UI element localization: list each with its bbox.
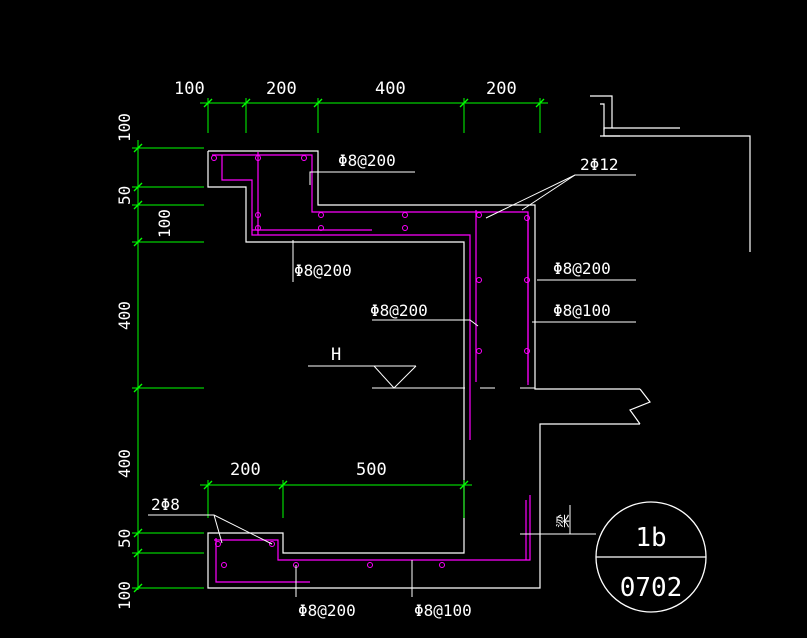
mid-dimensions: 200 500 [230,460,387,480]
rebar-label: Φ8@200 [294,261,352,280]
rebar-labels: Φ8@200 Φ8@200 2Φ12 Φ8@200 Φ8@200 Φ8@100 … [151,151,619,620]
corner-detail [590,95,751,252]
corner-detail-2 [600,103,605,130]
upper-outline [208,150,640,390]
top-dimensions: 100 200 400 200 [174,79,517,99]
dim-text: 50 [115,186,134,205]
water-level-triangle [373,365,417,389]
bar-dot [402,212,408,218]
rebar-label: Φ8@100 [553,301,611,320]
bar-dot [269,541,275,547]
rebar-label: 2Φ12 [580,155,619,174]
dim-text: 50 [115,529,134,548]
leader [213,514,223,544]
bar-dot [402,225,408,231]
bar-dot [211,155,217,161]
dim-text: 200 [266,79,297,99]
bottom-stirrup [214,495,531,561]
bar-dot [318,212,324,218]
rebar-dots [211,155,530,568]
dim-text: 500 [356,460,387,480]
bar-dot [439,562,445,568]
bar-dot [524,277,530,283]
dim-text: 100 [115,581,134,610]
dim-text: 400 [115,301,134,330]
callout-bottom: 0702 [620,573,683,603]
top-stirrup-inner [221,155,471,440]
bar-dot [215,541,221,547]
dim-text: 200 [230,460,261,480]
rebar-label: Φ8@100 [414,601,472,620]
dim-text: 100 [115,113,134,142]
dim-text: 400 [375,79,406,99]
bar-dot [367,562,373,568]
rebar-label: Φ8@200 [338,151,396,170]
dim-text: 400 [115,449,134,478]
callout-top: 1b [635,523,666,553]
bar-dot [255,155,261,161]
left-dimensions: 100 50 100 400 400 50 100 [115,113,174,610]
rebar [212,152,531,583]
dim-text: 100 [155,209,174,238]
bar-dot [301,155,307,161]
bar-dot [221,562,227,568]
beam-note: 梁 [556,514,572,528]
leader [372,319,479,327]
bar-dot [524,215,530,221]
rebar-label: Φ8@200 [370,301,428,320]
water-level-symbol [308,365,417,389]
break-line [629,388,651,425]
rebar-label: 2Φ8 [151,495,180,514]
leader [521,174,576,211]
bar-dot [255,212,261,218]
leader-lines [148,171,636,597]
bar-dot [318,225,324,231]
dimension-ticks [133,98,545,593]
rebar-label: Φ8@200 [553,259,611,278]
leader [309,171,415,185]
bar-dot [476,212,482,218]
dim-text: 100 [174,79,205,99]
rebar-label: Φ8@200 [298,601,356,620]
concrete-outline [207,95,751,589]
bar-dot [255,225,261,231]
bar-dot [524,348,530,354]
top-stirrup [212,154,529,382]
dim-text: 200 [486,79,517,99]
water-level-label: H [331,345,341,365]
bar-dot [476,277,482,283]
detail-callout: 1b 0702 [595,501,707,613]
bottom-stirrup-inner [215,538,310,583]
upper-left-outline [207,151,640,589]
bar-dot [476,348,482,354]
